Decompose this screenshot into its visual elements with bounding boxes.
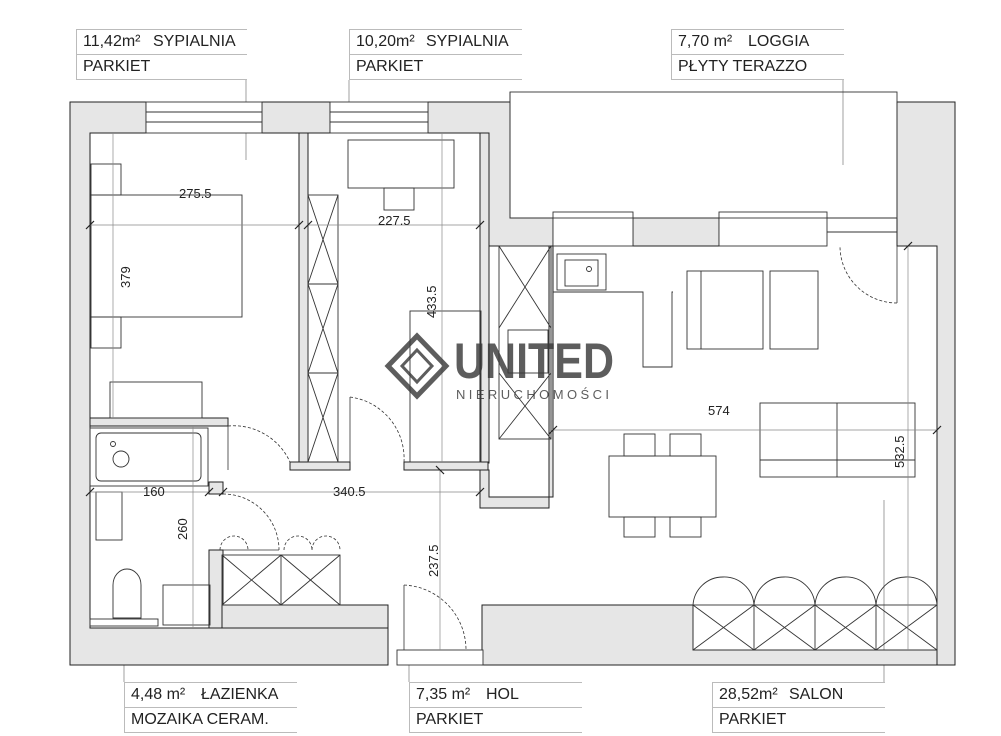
bedroom1-area: 11,42m² [83,33,141,50]
dimension-ticks [85,220,942,497]
bathroom-fixtures [89,427,211,627]
dim-bedroom2-width: 227.5 [378,213,411,228]
bathroom-floor: MOZAIKA CERAM. [125,708,297,733]
dim-hall-width: 340.5 [333,484,366,499]
salon-area: 28,52m² [719,686,778,703]
label-bathroom: 4,48 m² ŁAZIENKA MOZAIKA CERAM. [124,682,297,733]
label-loggia: 7,70 m² LOGGIA PŁYTY TERAZZO [671,29,844,80]
loggia-floor: PŁYTY TERAZZO [672,55,844,80]
label-salon: 28,52m² SALON PARKIET [712,682,885,733]
watermark-diamond-icon [384,332,450,400]
hall-floor: PARKIET [410,708,582,733]
hall-area: 7,35 m² [416,686,471,703]
bedroom2-floor: PARKIET [350,55,522,80]
loggia-name: LOGGIA [748,33,810,50]
bedroom1-name: SYPIALNIA [153,33,236,50]
dim-bedroom1-length: 379 [118,266,133,288]
hall-wardrobe [221,554,341,606]
bedroom1-floor: PARKIET [77,55,247,80]
bathroom-name: ŁAZIENKA [201,686,279,703]
dim-bedroom1-width: 275.5 [179,186,212,201]
watermark: UNITED NIERUCHOMOŚCI [384,332,614,402]
label-hall: 7,35 m² HOL PARKIET [409,682,582,733]
doors [219,245,898,651]
dimension-lines [90,133,937,650]
salon-name: SALON [789,686,844,703]
dim-bathroom-width: 160 [143,484,165,499]
salon-floor: PARKIET [713,708,885,733]
bedroom2-furniture [307,139,482,463]
bathroom-area: 4,48 m² [131,686,186,703]
loggia-area [509,91,898,233]
label-bedroom2: 10,20m² SYPIALNIA PARKIET [349,29,522,80]
dim-bathroom-length: 260 [175,518,190,540]
dim-bedroom2-length: 433.5 [424,285,439,318]
kitchen [498,245,673,440]
watermark-brand: UNITED [454,333,614,389]
dim-hall-length: 237.5 [426,544,441,577]
loggia-area: 7,70 m² [678,33,733,50]
dim-salon-width: 574 [708,403,730,418]
salon-furniture [608,270,938,651]
watermark-subtitle: NIERUCHOMOŚCI [456,387,614,402]
label-bedroom1: 11,42m² SYPIALNIA PARKIET [76,29,247,80]
bedroom2-area: 10,20m² [356,33,415,50]
hall-name: HOL [486,686,519,703]
bedroom2-name: SYPIALNIA [426,33,509,50]
bedroom1-furniture [90,163,243,419]
dim-salon-length: 532.5 [892,435,907,468]
